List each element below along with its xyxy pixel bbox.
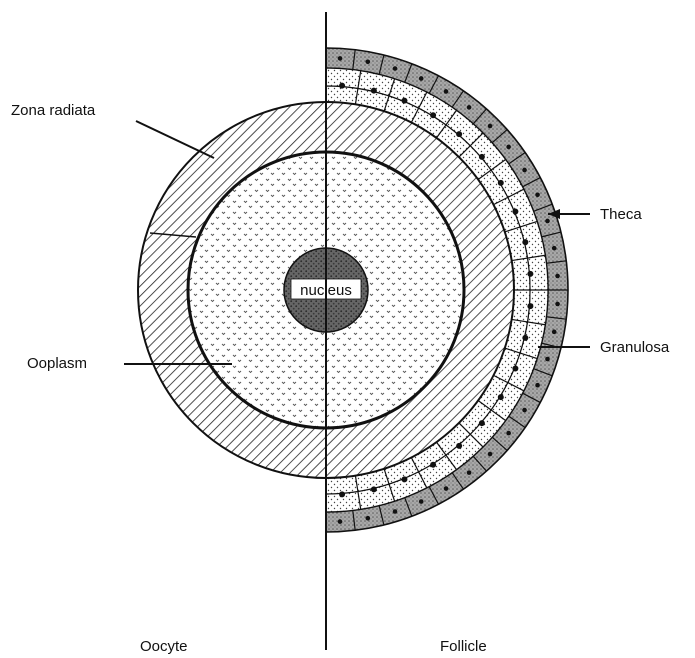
granulosa-cell-nucleus: [401, 98, 407, 104]
granulosa-cell-nucleus: [498, 394, 504, 400]
theca-cell-nucleus: [506, 145, 511, 150]
theca-cell-nucleus: [419, 499, 424, 504]
theca-cell-nucleus: [545, 357, 550, 362]
theca-cell-nucleus: [552, 246, 557, 251]
theca-cell-nucleus: [444, 89, 449, 94]
granulosa-cell-nucleus: [512, 365, 518, 371]
granulosa-cell-nucleus: [430, 462, 436, 468]
theca-cell-nucleus: [419, 76, 424, 81]
follicle-label: Follicle: [440, 638, 487, 655]
theca-cell-nucleus: [366, 60, 371, 65]
granulosa-cell-nucleus: [527, 303, 533, 309]
granulosa-cell-nucleus: [371, 88, 377, 94]
theca-cell-nucleus: [488, 452, 493, 457]
granulosa-cell-nucleus: [401, 476, 407, 482]
granulosa-cell-nucleus: [522, 335, 528, 341]
zona-radiata-leader: [136, 121, 214, 158]
oocyte-label: Oocyte: [140, 638, 188, 655]
granulosa-cell-nucleus: [456, 443, 462, 449]
theca-cell-nucleus: [488, 124, 493, 129]
theca-cell-nucleus: [522, 168, 527, 173]
theca-cell-nucleus: [506, 431, 511, 436]
ooplasm-label: Ooplasm: [27, 355, 87, 372]
theca-cell-nucleus: [338, 56, 343, 61]
theca-cell-nucleus: [555, 274, 560, 279]
theca-cell-nucleus: [535, 383, 540, 388]
theca-cell-nucleus: [338, 519, 343, 524]
granulosa-label: Granulosa: [600, 339, 670, 356]
theca-cell-nucleus: [467, 470, 472, 475]
theca-cell-nucleus: [552, 330, 557, 335]
theca-cell-nucleus: [522, 408, 527, 413]
granulosa-cell-nucleus: [498, 180, 504, 186]
theca-cell-nucleus: [393, 66, 398, 71]
granulosa-cell-nucleus: [339, 83, 345, 89]
theca-cell-nucleus: [545, 219, 550, 224]
theca-cell-nucleus: [366, 516, 371, 521]
granulosa-cell-nucleus: [456, 131, 462, 137]
granulosa-cell-nucleus: [371, 486, 377, 492]
granulosa-cell-nucleus: [522, 239, 528, 245]
granulosa-cell-nucleus: [339, 491, 345, 497]
granulosa-cell-nucleus: [512, 209, 518, 215]
theca-cell-nucleus: [444, 486, 449, 491]
theca-label: Theca: [600, 206, 642, 223]
granulosa-cell-nucleus: [479, 154, 485, 160]
theca-cell-nucleus: [393, 509, 398, 514]
theca-cell-nucleus: [535, 192, 540, 197]
theca-cell-nucleus: [467, 105, 472, 110]
granulosa-cell-nucleus: [430, 112, 436, 118]
theca-cell-nucleus: [555, 302, 560, 307]
granulosa-cell-nucleus: [527, 271, 533, 277]
granulosa-cell-nucleus: [479, 420, 485, 426]
zona-radiata-label: Zona radiata: [11, 102, 96, 119]
